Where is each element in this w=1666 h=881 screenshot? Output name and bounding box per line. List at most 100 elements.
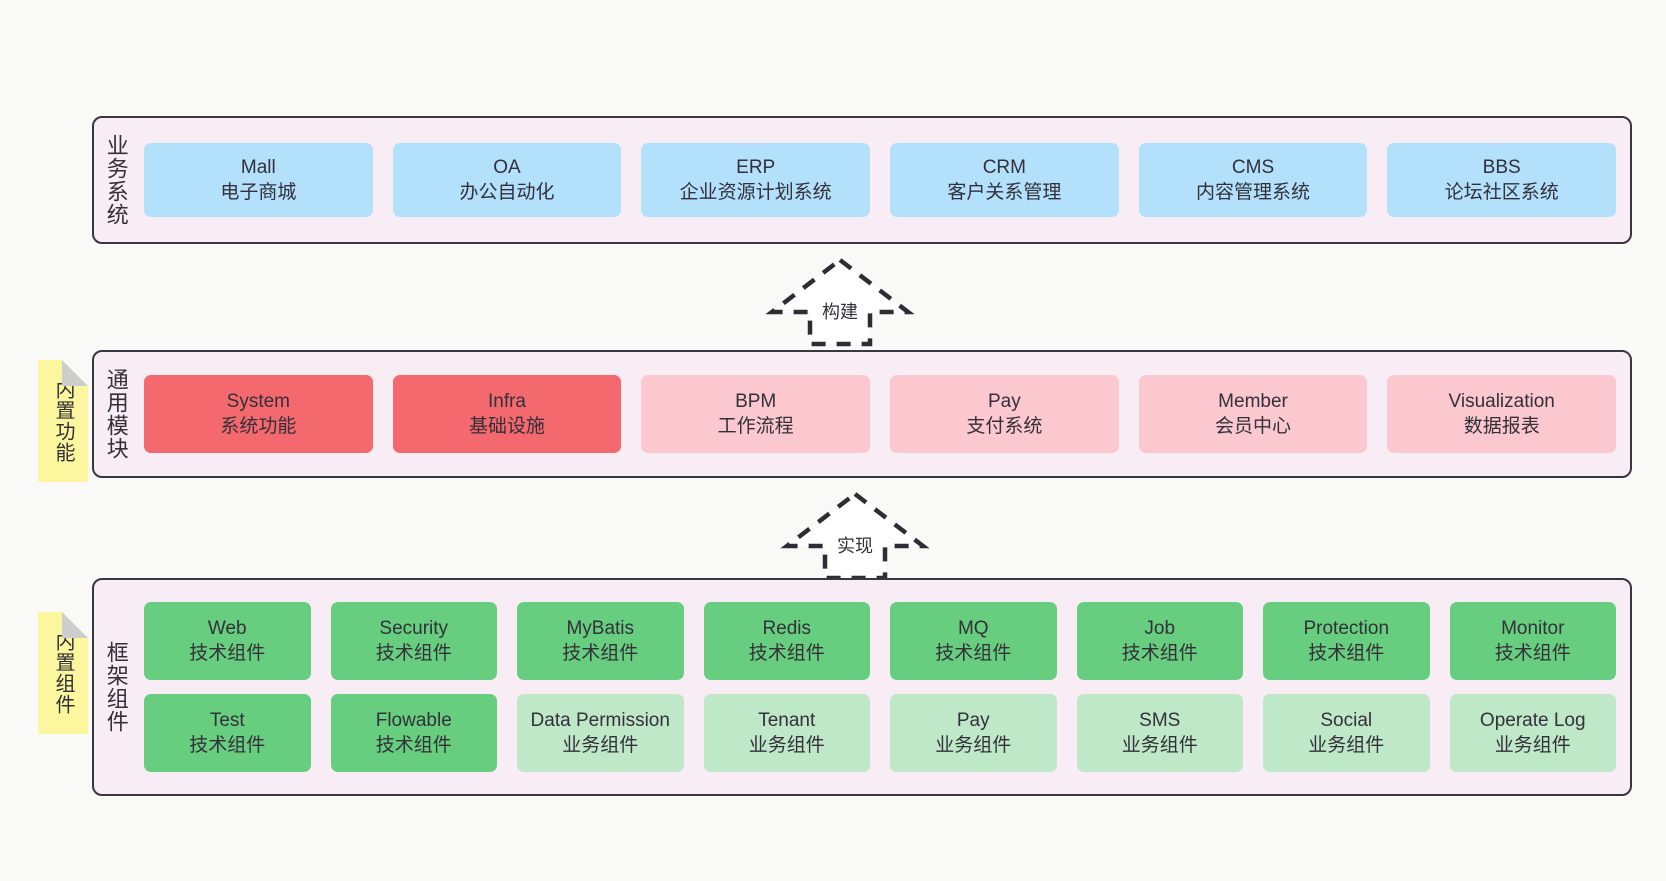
card-visualization[interactable]: Visualization 数据报表	[1387, 375, 1617, 453]
card-subtitle: 业务组件	[935, 735, 1012, 756]
card-title: Infra	[487, 390, 527, 412]
card-title: CRM	[982, 156, 1026, 178]
card-grid-framework-components: Web 技术组件 Security 技术组件 MyBatis 技术组件 Redi…	[138, 580, 1630, 794]
card-title: Web	[207, 617, 247, 639]
card-title: CMS	[1231, 156, 1275, 178]
card-subtitle: 客户关系管理	[947, 182, 1062, 203]
card-subtitle: 工作流程	[717, 416, 794, 437]
card-subtitle: 技术组件	[1121, 643, 1198, 664]
card-title: Tenant	[758, 709, 816, 731]
card-mq[interactable]: MQ 技术组件	[890, 602, 1057, 680]
card-subtitle: 技术组件	[1308, 643, 1385, 664]
card-title: BPM	[735, 390, 777, 412]
card-mybatis[interactable]: MyBatis 技术组件	[517, 602, 684, 680]
card-title: SMS	[1139, 709, 1181, 731]
card-sms[interactable]: SMS 业务组件	[1076, 694, 1243, 772]
card-grid-business-systems: Mall 电子商城 OA 办公自动化 ERP 企业资源计划系统 CRM 客户关系…	[138, 118, 1630, 242]
card-job[interactable]: Job 技术组件	[1076, 602, 1243, 680]
card-title: Member	[1218, 390, 1288, 412]
card-subtitle: 电子商城	[220, 182, 297, 203]
card-row: Web 技术组件 Security 技术组件 MyBatis 技术组件 Redi…	[144, 602, 1616, 680]
layer-framework-components: 框架组件 Web 技术组件 Security 技术组件 MyBatis 技术组件…	[92, 578, 1632, 796]
card-erp[interactable]: ERP 企业资源计划系统	[641, 143, 871, 217]
sticky-note-builtin-features: 内置功能	[38, 360, 88, 482]
card-title: Pay	[956, 709, 990, 731]
card-title: Mall	[240, 156, 276, 178]
card-protection[interactable]: Protection 技术组件	[1263, 602, 1430, 680]
card-web[interactable]: Web 技术组件	[144, 602, 311, 680]
card-title: Social	[1320, 709, 1373, 731]
card-data-permission[interactable]: Data Permission 业务组件	[517, 694, 684, 772]
card-oa[interactable]: OA 办公自动化	[392, 143, 622, 217]
sticky-note-label: 内置组件	[52, 631, 74, 715]
layer-title-common-modules: 通用模块	[103, 368, 129, 460]
card-subtitle: 数据报表	[1463, 416, 1540, 437]
card-title: Job	[1144, 617, 1176, 639]
arrow-implement: 实现	[775, 488, 935, 584]
card-subtitle: 技术组件	[1494, 643, 1571, 664]
card-row: System 系统功能 Infra 基础设施 BPM 工作流程 Pay 支付系统…	[144, 375, 1617, 453]
arrow-implement-shape	[780, 491, 930, 581]
card-subtitle: 技术组件	[375, 643, 452, 664]
card-title: Data Permission	[530, 709, 670, 731]
card-subtitle: 技术组件	[748, 643, 825, 664]
card-system[interactable]: System 系统功能	[144, 375, 373, 453]
card-operate-log[interactable]: Operate Log 业务组件	[1449, 694, 1616, 772]
card-mall[interactable]: Mall 电子商城	[144, 143, 373, 217]
card-grid-common-modules: System 系统功能 Infra 基础设施 BPM 工作流程 Pay 支付系统…	[138, 352, 1630, 476]
card-crm[interactable]: CRM 客户关系管理	[890, 143, 1119, 217]
card-title: Flowable	[375, 709, 452, 731]
card-subtitle: 技术组件	[375, 735, 452, 756]
card-subtitle: 会员中心	[1215, 416, 1292, 437]
card-member[interactable]: Member 会员中心	[1138, 375, 1368, 453]
card-cms[interactable]: CMS 内容管理系统	[1138, 143, 1368, 217]
card-title: MQ	[957, 617, 989, 639]
card-title: System	[226, 390, 291, 412]
card-subtitle: 论坛社区系统	[1444, 182, 1559, 203]
card-bpm[interactable]: BPM 工作流程	[641, 375, 871, 453]
layer-business-systems: 业务系统 Mall 电子商城 OA 办公自动化 ERP 企业资源计划系统 CRM…	[92, 116, 1632, 244]
card-pay[interactable]: Pay 支付系统	[890, 375, 1119, 453]
card-title: Protection	[1303, 617, 1390, 639]
card-monitor[interactable]: Monitor 技术组件	[1449, 602, 1616, 680]
arrow-build: 构建	[760, 254, 920, 350]
card-social[interactable]: Social 业务组件	[1263, 694, 1430, 772]
sticky-note-builtin-components: 内置组件	[38, 612, 88, 734]
card-title: ERP	[736, 156, 776, 178]
card-subtitle: 业务组件	[1308, 735, 1385, 756]
card-bbs[interactable]: BBS 论坛社区系统	[1387, 143, 1617, 217]
card-subtitle: 企业资源计划系统	[679, 182, 832, 203]
card-redis[interactable]: Redis 技术组件	[703, 602, 870, 680]
layer-title-framework-components: 框架组件	[103, 641, 129, 733]
card-subtitle: 技术组件	[935, 643, 1012, 664]
card-pay-component[interactable]: Pay 业务组件	[890, 694, 1057, 772]
card-row: Test 技术组件 Flowable 技术组件 Data Permission …	[144, 694, 1616, 772]
card-test[interactable]: Test 技术组件	[144, 694, 311, 772]
card-subtitle: 技术组件	[189, 643, 266, 664]
card-row: Mall 电子商城 OA 办公自动化 ERP 企业资源计划系统 CRM 客户关系…	[144, 143, 1617, 217]
card-security[interactable]: Security 技术组件	[330, 602, 497, 680]
layer-title-business-systems: 业务系统	[103, 134, 129, 226]
card-title: Operate Log	[1479, 709, 1586, 731]
card-title: Visualization	[1448, 390, 1555, 412]
card-subtitle: 支付系统	[966, 416, 1043, 437]
sticky-note-label: 内置功能	[52, 379, 74, 463]
card-subtitle: 内容管理系统	[1196, 182, 1311, 203]
card-infra[interactable]: Infra 基础设施	[392, 375, 622, 453]
card-title: BBS	[1482, 156, 1521, 178]
card-title: Security	[379, 617, 449, 639]
card-subtitle: 系统功能	[220, 416, 297, 437]
card-subtitle: 业务组件	[562, 735, 639, 756]
layer-common-modules: 通用模块 System 系统功能 Infra 基础设施 BPM 工作流程 Pay…	[92, 350, 1632, 478]
card-title: Monitor	[1501, 617, 1565, 639]
card-title: OA	[493, 156, 521, 178]
card-subtitle: 办公自动化	[459, 182, 555, 203]
arrow-build-shape	[765, 257, 915, 347]
card-subtitle: 基础设施	[469, 416, 546, 437]
card-subtitle: 技术组件	[189, 735, 266, 756]
card-subtitle: 业务组件	[748, 735, 825, 756]
card-title: Redis	[762, 617, 812, 639]
card-tenant[interactable]: Tenant 业务组件	[703, 694, 870, 772]
card-title: MyBatis	[566, 617, 635, 639]
card-flowable[interactable]: Flowable 技术组件	[330, 694, 497, 772]
